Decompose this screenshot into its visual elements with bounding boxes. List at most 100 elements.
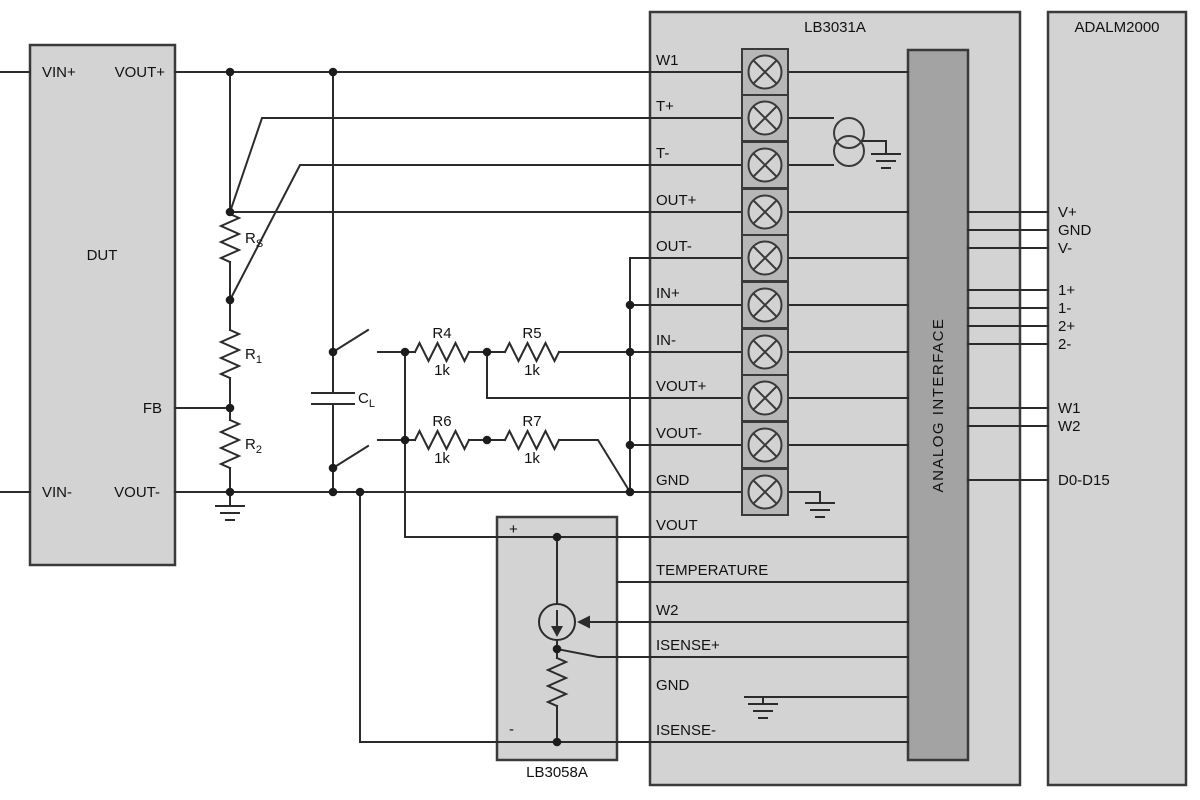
junction-dot <box>482 435 492 445</box>
terminal-screw-vout-minus <box>741 421 789 469</box>
lb3058a-sense-resistor <box>545 656 569 708</box>
terminal-screw-gnd <box>741 468 789 516</box>
junction-dot <box>552 532 562 542</box>
labels: VIN+ VOUT+ DUT FB VIN- VOUT- RS R1 R2 CL… <box>42 19 1160 781</box>
rs-label: RS <box>245 230 263 250</box>
adalm-pin-2-plus: 2+ <box>1058 318 1075 335</box>
lb3058a-plus-label: + <box>509 521 518 538</box>
dut-pin-vin-plus: VIN+ <box>42 64 76 81</box>
adalm2000-block <box>1046 10 1188 787</box>
wire-adalm-rows <box>967 211 1049 481</box>
screw-x-icon <box>752 432 778 458</box>
lb3031a-pin-vout: VOUT <box>656 517 698 534</box>
terminal-screw-out-plus <box>741 188 789 236</box>
adalm-pin-1-plus: 1+ <box>1058 282 1075 299</box>
junction-dot <box>355 487 365 497</box>
lb3031a-pin-isense-minus: ISENSE- <box>656 722 716 739</box>
junction-dot <box>625 487 635 497</box>
adalm-pin-1-minus: 1- <box>1058 300 1071 317</box>
adalm-pin-v-plus: V+ <box>1058 204 1077 221</box>
ground-icon-lower-gnd <box>748 696 778 719</box>
cl-label: CL <box>358 390 375 410</box>
rs-resistor <box>218 212 242 264</box>
screw-x-icon <box>752 245 778 271</box>
r7-value: 1k <box>524 450 540 467</box>
dut-pin-vout-minus: VOUT- <box>114 484 160 501</box>
wire-isense-minus <box>359 491 909 743</box>
r2-resistor <box>218 418 242 470</box>
adalm-pin-d0-d15: D0-D15 <box>1058 472 1110 489</box>
r6-resistor <box>413 428 471 452</box>
adalm-pin-w1: W1 <box>1058 400 1081 417</box>
dut-pin-vout-plus: VOUT+ <box>115 64 166 81</box>
lb3031a-pin-out-plus: OUT+ <box>656 192 697 209</box>
junction-dot <box>400 435 410 445</box>
wire-r6-r7-leads <box>377 439 632 494</box>
terminal-screw-in-minus <box>741 328 789 376</box>
wire-vout-net <box>404 351 909 538</box>
terminal-screw-t-minus <box>741 141 789 189</box>
screw-x-icon <box>752 199 778 225</box>
adalm-pin-v-minus: V- <box>1058 240 1072 257</box>
r2-label: R2 <box>245 436 262 456</box>
r6-label: R6 <box>432 413 451 430</box>
r4-resistor <box>413 340 471 364</box>
lb3031a-pin-temperature: TEMPERATURE <box>656 562 768 579</box>
components <box>218 212 569 708</box>
r7-resistor <box>503 428 561 452</box>
r1-label: R1 <box>245 346 262 366</box>
junction-dot <box>225 403 235 413</box>
lb3031a-pin-vout-minus: VOUT- <box>656 425 702 442</box>
junction-dot <box>400 347 410 357</box>
wire-terminal-right-stubs <box>787 71 909 493</box>
terminal-screw-vout-plus <box>741 374 789 422</box>
wire-vout-plus-sense <box>486 351 743 399</box>
junction-dot <box>482 347 492 357</box>
junction-dot <box>552 644 562 654</box>
analog-interface-block <box>906 48 970 762</box>
switch-blades <box>331 328 370 470</box>
dut-pin-vin-minus: VIN- <box>42 484 72 501</box>
adalm2000-title: ADALM2000 <box>1074 19 1159 36</box>
junction-dot <box>552 737 562 747</box>
ground-icon-gnd-terminal <box>805 491 835 518</box>
lb3031a-pin-isense-plus: ISENSE+ <box>656 637 720 654</box>
adalm-pin-2-minus: 2- <box>1058 336 1071 353</box>
adalm-pin-w2: W2 <box>1058 418 1081 435</box>
junction-dot <box>328 487 338 497</box>
analog-interface-label: ANALOG INTERFACE <box>930 318 947 493</box>
lb3031a-pin-w2: W2 <box>656 602 679 619</box>
junction-dot <box>225 67 235 77</box>
junction-dot <box>225 487 235 497</box>
r6-value: 1k <box>434 450 450 467</box>
lb3031a-pin-t-minus: T- <box>656 145 669 162</box>
current-source <box>538 603 590 641</box>
dut-pin-fb: FB <box>143 400 162 417</box>
lb3058a-minus-label: - <box>509 721 514 738</box>
cl-capacitor <box>311 392 355 405</box>
r7-label: R7 <box>522 413 541 430</box>
r5-resistor <box>503 340 561 364</box>
twist-loop-top <box>833 117 865 149</box>
dut-title: DUT <box>87 247 118 264</box>
r5-label: R5 <box>522 325 541 342</box>
r1-resistor <box>218 328 242 380</box>
terminal-block <box>741 48 789 516</box>
screw-x-icon <box>752 105 778 131</box>
ground-icon-twisted-pair <box>862 140 901 169</box>
wire-isense-plus <box>555 647 909 658</box>
dut-block <box>28 43 177 567</box>
terminal-screw-t-plus <box>741 94 789 142</box>
junction-dot <box>328 463 338 473</box>
lb3031a-pin-in-plus: IN+ <box>656 285 680 302</box>
screw-x-icon <box>752 59 778 85</box>
junction-dot <box>225 295 235 305</box>
screw-x-icon <box>752 152 778 178</box>
screw-x-icon <box>752 292 778 318</box>
twisted-pair-icon <box>833 117 865 167</box>
lb3031a-title: LB3031A <box>804 19 866 36</box>
wire-out-minus <box>629 257 743 493</box>
junction-dot <box>625 300 635 310</box>
